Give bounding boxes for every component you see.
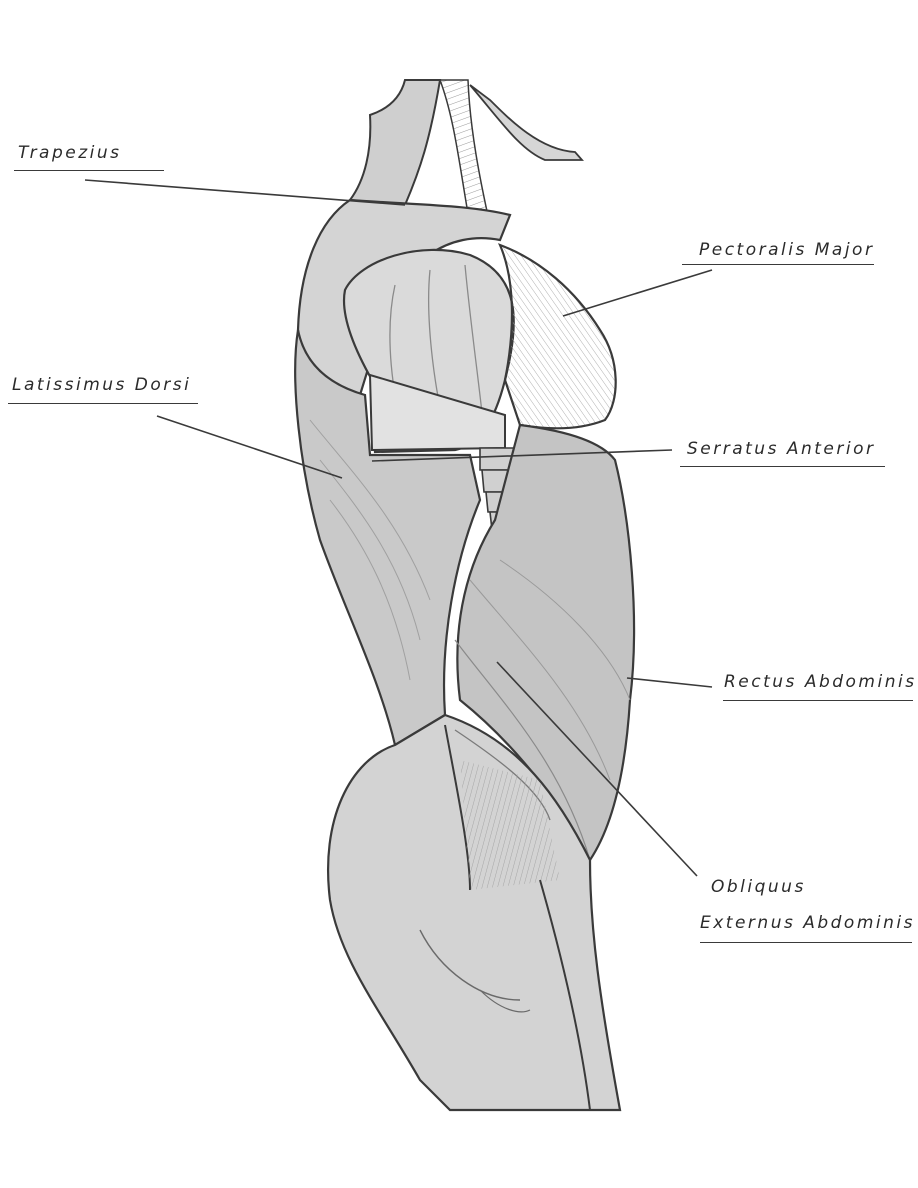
label-externus-abdominis: Externus Abdominis: [700, 913, 915, 933]
underline-rectus-abdominis: [723, 700, 913, 701]
underline-latissimus-dorsi: [8, 403, 198, 404]
label-trapezius: Trapezius: [18, 143, 122, 163]
label-obliquus: Obliquus: [711, 877, 806, 897]
oblique-fibers: [460, 760, 560, 890]
underline-pectoralis-major: [682, 264, 874, 265]
label-serratus-anterior: Serratus Anterior: [687, 439, 876, 459]
label-latissimus-dorsi: Latissimus Dorsi: [12, 375, 192, 395]
underline-trapezius: [14, 170, 164, 171]
label-rectus-abdominis: Rectus Abdominis: [724, 672, 917, 692]
label-pectoralis-major: Pectoralis Major: [699, 240, 875, 260]
abdomen: [456, 423, 636, 863]
underline-serratus-anterior: [680, 466, 885, 467]
neck: [348, 79, 442, 207]
pectoralis: [497, 243, 617, 430]
underline-obliquus: [700, 942, 912, 943]
